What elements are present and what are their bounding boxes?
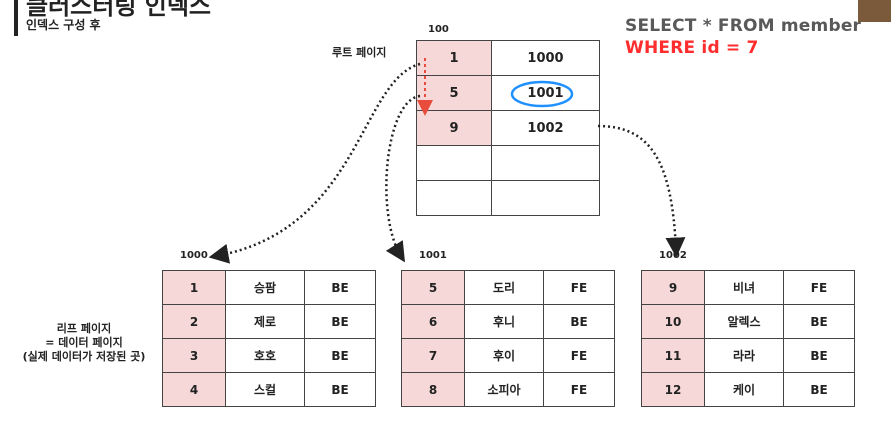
leaf-name-cell: 알렉스 — [704, 304, 784, 339]
page-title: 클러스터링 인덱스 — [26, 0, 211, 20]
leaf-name-cell: 케이 — [704, 372, 784, 407]
leaf-page-number-1001: 1001 — [419, 250, 447, 261]
leaf-id-cell: 2 — [162, 304, 226, 339]
table-row: 6 후니 BE — [401, 304, 615, 339]
root-row — [416, 145, 600, 181]
root-row — [416, 180, 600, 216]
leaf-team-cell: FE — [543, 338, 615, 373]
leaf-id-cell: 4 — [162, 372, 226, 407]
leaf-id-cell: 9 — [641, 270, 705, 305]
root-key — [416, 180, 492, 216]
leaf-id-cell: 1 — [162, 270, 226, 305]
leaf-id-cell: 6 — [401, 304, 465, 339]
leaf-id-cell: 3 — [162, 338, 226, 373]
leaf-id-cell: 7 — [401, 338, 465, 373]
root-page-number: 100 — [428, 24, 449, 35]
leaf-team-cell: BE — [304, 270, 376, 305]
leaf-team-cell: FE — [543, 372, 615, 407]
leaf-label-line: = 데이터 페이지 — [45, 336, 123, 349]
root-pointer — [491, 180, 600, 216]
leaf-label-line: (실제 데이터가 저장된 곳) — [22, 350, 146, 363]
found-pointer-circle — [510, 80, 574, 108]
leaf-id-cell: 11 — [641, 338, 705, 373]
leaf-name-cell: 후이 — [464, 338, 544, 373]
leaf-name-cell: 소피아 — [464, 372, 544, 407]
table-row: 7 후이 FE — [401, 338, 615, 373]
leaf-name-cell: 라라 — [704, 338, 784, 373]
leaf-page-1000-table: 1 승팜 BE 2 제로 BE 3 호호 BE 4 스컬 BE — [162, 270, 376, 407]
leaf-page-1002-table: 9 비녀 FE 10 알렉스 BE 11 라라 BE 12 케이 BE — [641, 270, 855, 407]
leaf-id-cell: 5 — [401, 270, 465, 305]
table-row: 12 케이 BE — [641, 372, 855, 407]
leaf-label-line: 리프 페이지 — [56, 322, 112, 335]
root-pointer: 1002 — [491, 110, 600, 146]
leaf-team-cell: BE — [304, 304, 376, 339]
leaf-page-1001-table: 5 도리 FE 6 후니 BE 7 후이 FE 8 소피아 FE — [401, 270, 615, 407]
root-key: 1 — [416, 40, 492, 76]
leaf-name-cell: 후니 — [464, 304, 544, 339]
presenter-thumbnail — [858, 0, 891, 22]
leaf-team-cell: BE — [543, 304, 615, 339]
title-accent-bar — [14, 0, 18, 36]
root-page-table: 1 1000 5 1001 9 1002 — [416, 40, 600, 216]
root-key: 9 — [416, 110, 492, 146]
leaf-id-cell: 10 — [641, 304, 705, 339]
leaf-page-label: 리프 페이지 = 데이터 페이지 (실제 데이터가 저장된 곳) — [0, 322, 168, 364]
table-row: 3 호호 BE — [162, 338, 376, 373]
table-row: 10 알렉스 BE — [641, 304, 855, 339]
leaf-team-cell: BE — [304, 372, 376, 407]
root-page-label: 루트 페이지 — [332, 46, 387, 59]
query-line-1: SELECT * FROM member — [625, 16, 862, 36]
leaf-id-cell: 8 — [401, 372, 465, 407]
table-row: 4 스컬 BE — [162, 372, 376, 407]
leaf-page-number-1000: 1000 — [180, 250, 208, 261]
table-row: 5 도리 FE — [401, 270, 615, 305]
leaf-team-cell: BE — [783, 304, 855, 339]
leaf-team-cell: BE — [783, 372, 855, 407]
leaf-id-cell: 12 — [641, 372, 705, 407]
root-pointer: 1000 — [491, 40, 600, 76]
pointer-arrow-1000 — [208, 62, 421, 264]
query-line-2: WHERE id = 7 — [625, 38, 759, 58]
root-row: 9 1002 — [416, 110, 600, 146]
page-subtitle: 인덱스 구성 후 — [26, 18, 101, 32]
leaf-team-cell: BE — [304, 338, 376, 373]
root-pointer — [491, 145, 600, 181]
table-row: 8 소피아 FE — [401, 372, 615, 407]
root-row: 1 1000 — [416, 40, 600, 76]
pointer-arrow-1001 — [385, 94, 421, 263]
pointer-arrow-1002 — [597, 124, 686, 258]
